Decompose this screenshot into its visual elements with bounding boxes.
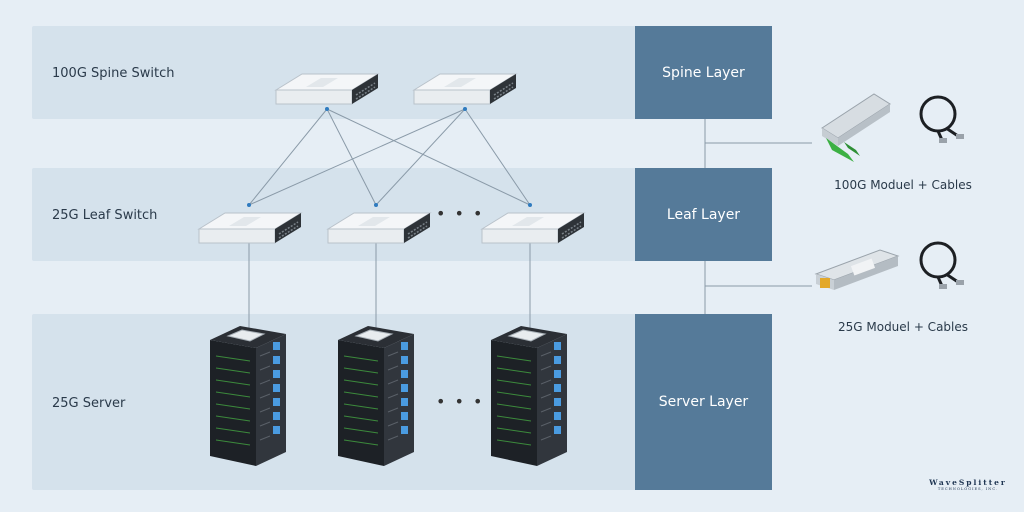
module-100g-label: 100G Moduel + Cables: [834, 178, 972, 192]
server-rack-1: [209, 325, 287, 467]
server-label: 25G Server: [52, 396, 126, 411]
spine-leaf-links: [248, 108, 531, 206]
server-ellipsis: • • •: [436, 392, 485, 411]
server-layer-box: Server Layer: [635, 314, 772, 490]
module-25g-label: 25G Moduel + Cables: [837, 320, 969, 334]
server-rack-3: [490, 325, 568, 467]
sfp-module-image: [814, 249, 900, 290]
server-rack-2: [337, 325, 415, 467]
spine-layer-box: Spine Layer: [635, 26, 772, 119]
wavesplitter-logo: WaveSplitter TECHNOLOGIES, INC.: [920, 478, 1016, 491]
qsfp-module-image: [821, 93, 891, 162]
leaf-switch-1: [198, 212, 302, 244]
spine-switch-label: 100G Spine Switch: [52, 66, 175, 81]
spine-band: 100G Spine Switch Spine Layer: [32, 26, 772, 119]
logo-name: WaveSplitter: [929, 478, 1007, 487]
spine-switch-1: [275, 73, 379, 105]
leaf-switch-2: [327, 212, 431, 244]
logo-tagline: TECHNOLOGIES, INC.: [937, 487, 999, 491]
leaf-band: 25G Leaf Switch Leaf Layer: [32, 168, 772, 261]
leaf-switch-3: [481, 212, 585, 244]
accessory-links: [704, 119, 812, 314]
cable-100g-image: [919, 95, 966, 145]
leaf-switch-label: 25G Leaf Switch: [52, 208, 158, 223]
leaf-server-links: [248, 240, 531, 330]
leaf-layer-box: Leaf Layer: [635, 168, 772, 261]
spine-switch-2: [413, 73, 517, 105]
leaf-ellipsis: • • •: [436, 204, 485, 223]
cable-25g-image: [919, 241, 966, 291]
